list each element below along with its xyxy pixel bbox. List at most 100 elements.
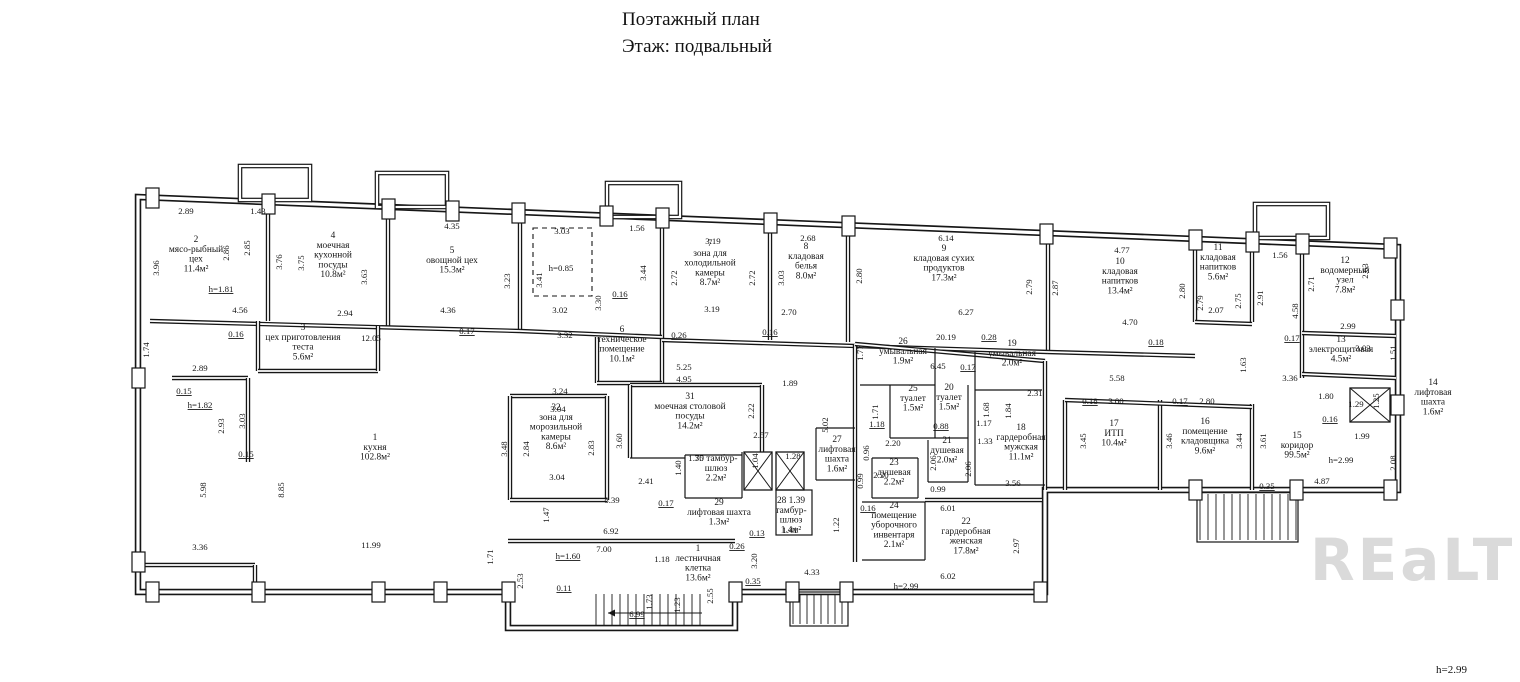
dimension-label: h=2.99 [1329,455,1354,465]
dimension-label: 4.35 [444,221,460,231]
dimension-label: 1.22 [831,517,841,532]
dimension-label: 3.00 [1108,396,1124,406]
room-label-line: зона для [693,249,727,259]
dimension-label: 4.56 [232,305,248,315]
room-label-line: продуктов [923,264,965,274]
wall-pier [501,581,516,603]
dimension-label: 2.63 [1360,263,1370,279]
room-label-line: 1 [373,433,378,443]
room-label-line: шахта [1421,398,1446,408]
room-label-line: 12 [1340,256,1350,266]
room-label-line: 27 [832,435,842,445]
dashed-zone [532,227,593,297]
wall-protrusion-core [1253,202,1330,240]
dimension-label: 0.28 [981,332,997,342]
room-label-line: 21 [942,436,952,446]
dimension-label: 0.16 [762,327,778,337]
dimension-label: 0.17 [1284,333,1300,343]
dimension-label: 2.80 [1177,283,1187,299]
room-label-line: кладовая [788,252,824,262]
dimension-label: 2.79 [1024,279,1034,295]
dimension-label: 0.18 [1148,337,1164,347]
dimension-label: 0.96 [861,445,871,461]
partition-enclosure [789,591,849,627]
dimension-label: 2.91 [1255,290,1265,305]
dimension-label: 3.03 [554,226,570,236]
dimension-label: 3.02 [552,305,567,315]
dimension-label: 0.11 [556,583,571,593]
room-label-line: мясо-рыбный [169,244,223,255]
dimension-label: 2.87 [1050,280,1060,296]
room-label-line: 5.6м² [1208,272,1229,282]
dimension-label: 0.16 [860,503,876,513]
room-label-line: шлюз [780,516,803,526]
dimension-label: 12.05 [361,333,381,343]
room-label-line: 4.5м² [1331,355,1352,365]
room-label-line: 8.7м² [700,278,721,288]
room-label-line: 5 [450,246,455,256]
dimension-label: 4.33 [804,567,820,577]
wall-pier [381,198,396,220]
height-note: h=2.99 [1436,664,1467,676]
room-label-line: 2.1м² [884,540,905,550]
dimension-label: 1.71 [870,404,880,419]
dimension-label: 2.84 [521,441,531,457]
room-label-line: 102.8м² [360,453,390,463]
wall-pier [145,581,160,603]
dimension-label: 2.93 [216,418,226,434]
dimension-label: 3.63 [359,269,369,285]
dimension-label: 11.99 [361,540,381,550]
lift-shaft-cross [1349,387,1391,423]
room-label-line: умывальная [879,347,927,357]
room-label-line: теста [292,343,314,353]
dimension-label: 3.03 [1355,343,1371,353]
wall-pier [1039,223,1054,245]
wall-pier [1390,299,1405,321]
title-line2: Этаж: подвальный [622,36,773,57]
dimension-label: 3.56 [1005,478,1021,488]
room-label-line: помещение [1182,427,1227,437]
dimension-label: 2.72 [669,270,679,285]
dimension-label: 1.89 [782,378,798,388]
room-label-line: 5.6м² [293,352,314,362]
lift-shaft-cross [775,451,805,491]
dimension-label: 3.76 [274,254,284,270]
room-label-line: 8.6м² [546,442,567,452]
room-label-line: кладовая сухих [913,254,974,264]
room-label-line: умывальная [988,349,1036,359]
dimension-label: 1.68 [981,402,991,418]
dimension-label: 3.48 [499,441,509,457]
dimension-label: 1.40 [673,460,683,476]
dimension-label: 1.41 [782,525,797,535]
wall-pier [1033,581,1048,603]
dimension-label: 1.80 [1318,391,1334,401]
room-label-line: туалет [900,394,926,404]
dimension-label: 3.44 [638,265,648,281]
room-label-line: уборочного [871,520,917,531]
lift-shaft-box [743,451,773,491]
dimension-label: 4.77 [1114,245,1130,255]
room-label-line: 1.5м² [903,404,924,414]
dimension-label: 1.73 [644,594,654,610]
dimension-label: 6.01 [940,503,955,513]
dimension-label: 3.36 [1282,373,1298,383]
room-label-line: 2.2м² [884,478,905,488]
dimension-label: 1.51 [1388,345,1398,360]
interior-wall-core [149,320,521,332]
room-label-line: 10 [1115,257,1125,267]
room-label-line: белья [795,261,818,272]
room-label-line: цех приготовления [265,333,341,343]
dimension-label: 3.75 [296,255,306,271]
